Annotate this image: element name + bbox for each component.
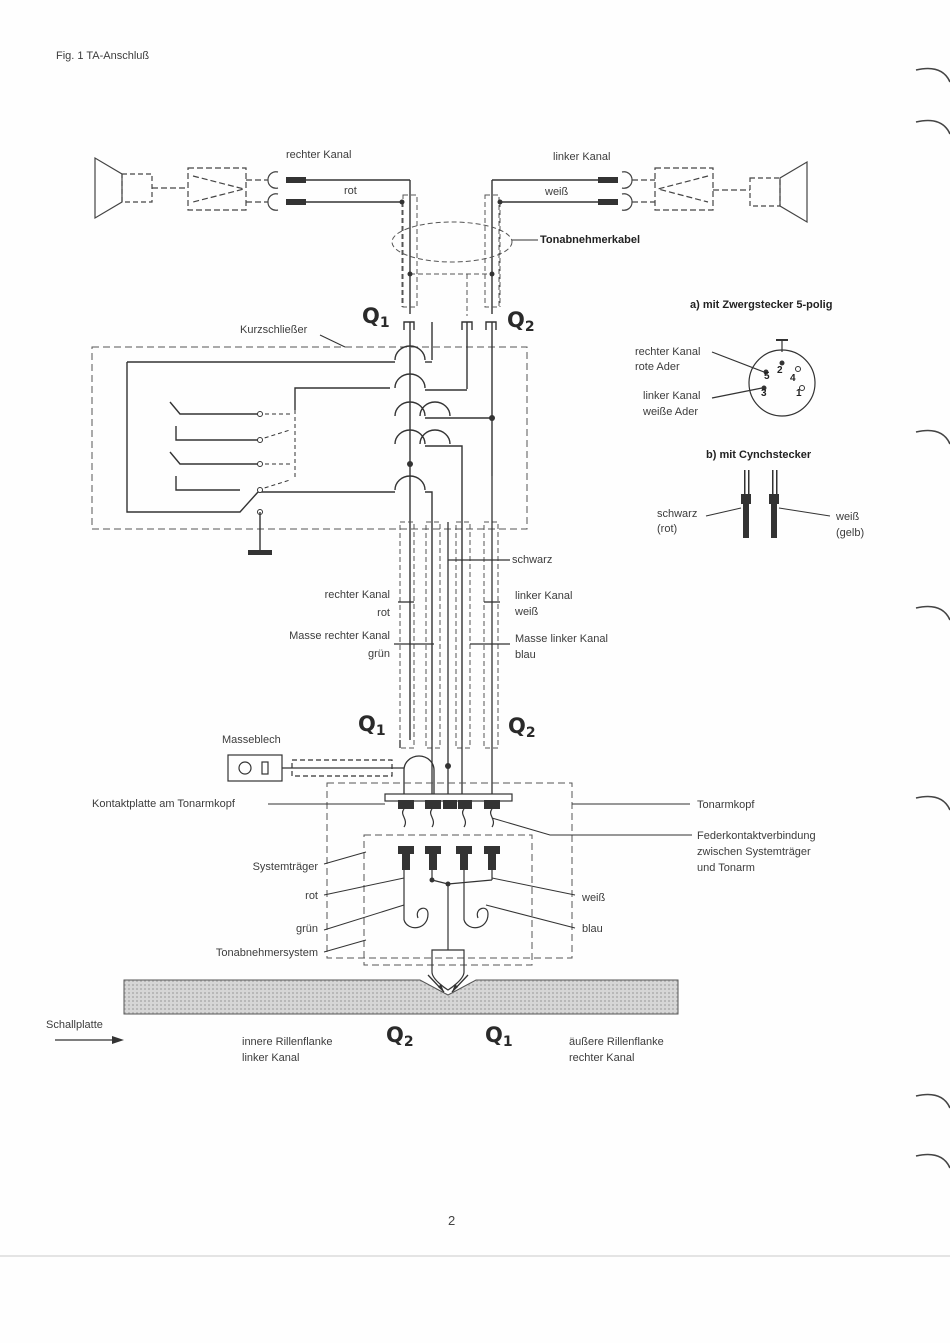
plug-a-title: a) mit Zwergstecker 5-polig xyxy=(690,299,833,311)
figure-caption: Fig. 1 TA-Anschluß xyxy=(56,50,150,62)
top-rot-label: rot xyxy=(344,185,357,197)
left-amplifier-icon xyxy=(632,167,714,211)
pin-2-label: 2 xyxy=(777,365,783,376)
pin-3-label: 3 xyxy=(761,388,767,399)
plug-b-left-line1: schwarz xyxy=(657,508,698,520)
wire-right-channel-label: rechter Kanal xyxy=(324,589,390,601)
right-speaker-icon xyxy=(713,160,808,224)
plug-a-right-line1: rechter Kanal xyxy=(635,346,701,358)
plug-a-left-line1: linker Kanal xyxy=(643,390,701,402)
ground-symbol-icon xyxy=(248,550,272,555)
outer-groove-line2: rechter Kanal xyxy=(569,1052,635,1064)
top-left-channel-label: linker Kanal xyxy=(553,151,611,163)
pin-1-label: 1 xyxy=(796,388,802,399)
q1-middle-label: Q1 xyxy=(358,712,386,739)
arrow-right-icon xyxy=(55,1036,124,1044)
q2-middle-label: Q2 xyxy=(508,714,536,741)
top-right-channel-label: rechter Kanal xyxy=(286,149,352,161)
contact-plate-label: Kontaktplatte am Tonarmkopf xyxy=(92,798,235,810)
cartridge-blau-label: blau xyxy=(582,923,603,935)
plug-b-left-line2: (rot) xyxy=(657,523,678,535)
wire-rot-label: rot xyxy=(377,607,390,619)
q1-bottom-label: Q1 xyxy=(485,1023,513,1050)
binder-marks xyxy=(915,67,950,1169)
pickup-cable-label: Tonabnehmerkabel xyxy=(540,234,641,246)
ground-plate-icon xyxy=(227,754,404,782)
plug-a-right-line2: rote Ader xyxy=(635,361,680,373)
top-weiss-label: weiß xyxy=(545,186,569,198)
plug-a-left-line2: weiße Ader xyxy=(643,406,699,418)
spring-contact-line1: Federkontaktverbindung xyxy=(697,830,816,842)
pin-4-label: 4 xyxy=(790,373,796,384)
short-circuit-switch-label: Kurzschließer xyxy=(240,324,308,336)
record-label: Schallplatte xyxy=(46,1019,103,1031)
cartridge-rot-label: rot xyxy=(305,890,318,902)
tonearm-head-label: Tonarmkopf xyxy=(697,799,755,811)
wire-ground-right-label: Masse rechter Kanal xyxy=(289,630,390,642)
q2-upper-label: Q2 xyxy=(507,308,535,335)
plug-b-right-line2: (gelb) xyxy=(836,527,865,539)
inner-groove-line2: linker Kanal xyxy=(242,1052,300,1064)
wire-blau-label: blau xyxy=(515,649,536,661)
page-number: 2 xyxy=(448,1213,456,1228)
tonearm-head xyxy=(326,782,573,991)
ground-plate-label: Masseblech xyxy=(222,734,281,746)
pin-5-label: 5 xyxy=(764,371,770,382)
inner-groove-line1: innere Rillenflanke xyxy=(242,1036,333,1048)
record-surface xyxy=(123,974,679,1015)
plug-b-title: b) mit Cynchstecker xyxy=(706,449,812,461)
outer-groove-line1: äußere Rillenflanke xyxy=(569,1036,664,1048)
q1-upper-label: Q1 xyxy=(362,304,390,331)
cartridge-weiss-label: weiß xyxy=(582,892,606,904)
cinch-plug-icon xyxy=(741,470,779,538)
plug-b-right-line1: weiß xyxy=(836,511,860,523)
cartridge-label: Tonabnehmersystem xyxy=(215,947,318,959)
left-speaker-icon xyxy=(94,156,188,220)
wire-schwarz-label: schwarz xyxy=(512,554,553,566)
wire-gruen-label: grün xyxy=(367,648,390,660)
dinplug-5pin-icon xyxy=(711,339,816,417)
short-circuit-switch xyxy=(91,321,528,740)
spring-contact-line3: und Tonarm xyxy=(697,862,755,874)
wire-ground-left-label: Masse linker Kanal xyxy=(515,633,608,645)
spring-contact-line2: zwischen Systemträger xyxy=(697,846,811,858)
carrier-label: Systemträger xyxy=(252,861,318,873)
wire-left-channel-label: linker Kanal xyxy=(515,590,573,602)
wire-weiss-label: weiß xyxy=(515,606,539,618)
q2-bottom-label: Q2 xyxy=(386,1023,414,1050)
right-amplifier-icon xyxy=(187,167,268,211)
cartridge-gruen-label: grün xyxy=(295,923,318,935)
